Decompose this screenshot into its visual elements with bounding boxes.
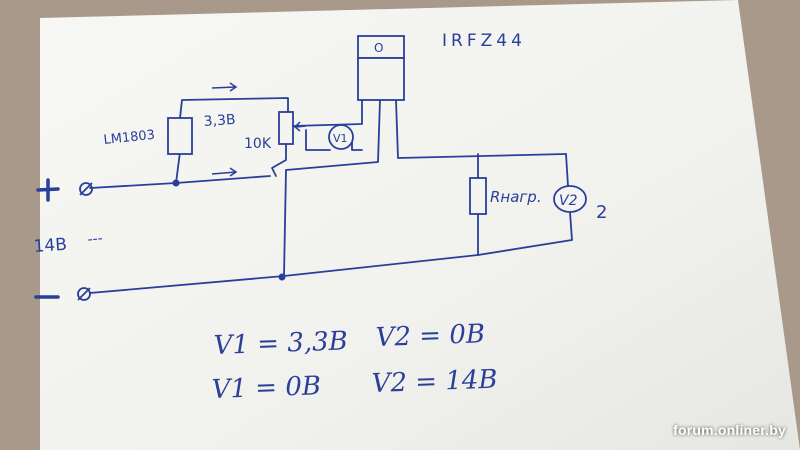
equation-v2-row-2: V2 = 14B	[371, 365, 498, 399]
pot-label: 10K	[244, 136, 272, 152]
transistor-label: IRFZ44	[442, 31, 526, 51]
current-arrow	[211, 82, 238, 92]
regulator-voltage-label: 3,3B	[203, 112, 236, 130]
plus-terminal	[79, 182, 93, 196]
supply-dc-symbol: ---	[87, 230, 104, 247]
current-arrow	[211, 167, 238, 177]
plus-sign-mark	[36, 178, 60, 202]
voltmeter-1-circle	[328, 124, 354, 150]
equation-v2-row-1: V2 = 0B	[375, 319, 485, 353]
watermark: forum.onliner.by	[673, 422, 786, 438]
voltmeter-2-label: V2	[559, 193, 578, 209]
regulator-label: LM1803	[103, 128, 156, 148]
pot-wiper-arrow	[293, 121, 307, 132]
junction-dot	[278, 273, 286, 281]
junction-dot	[172, 179, 180, 187]
load-label: Rнагр.	[490, 188, 542, 206]
transistor-symbol	[357, 35, 405, 101]
potentiometer-symbol	[278, 111, 294, 145]
equation-v1-row-1: V1 = 3,3B	[213, 326, 348, 361]
regulator-symbol	[167, 117, 193, 155]
voltmeter-2-circle	[553, 185, 587, 213]
transistor-tab-label: O	[374, 41, 383, 55]
load-resistor-symbol	[469, 177, 487, 215]
paper-sheet	[40, 0, 800, 450]
equation-v1-row-2: V1 = 0B	[211, 371, 321, 405]
supply-voltage-label: 14B	[33, 235, 68, 257]
voltmeter-2-number: 2	[596, 202, 607, 223]
minus-terminal	[77, 287, 91, 301]
voltmeter-1-label: V1	[333, 132, 348, 145]
